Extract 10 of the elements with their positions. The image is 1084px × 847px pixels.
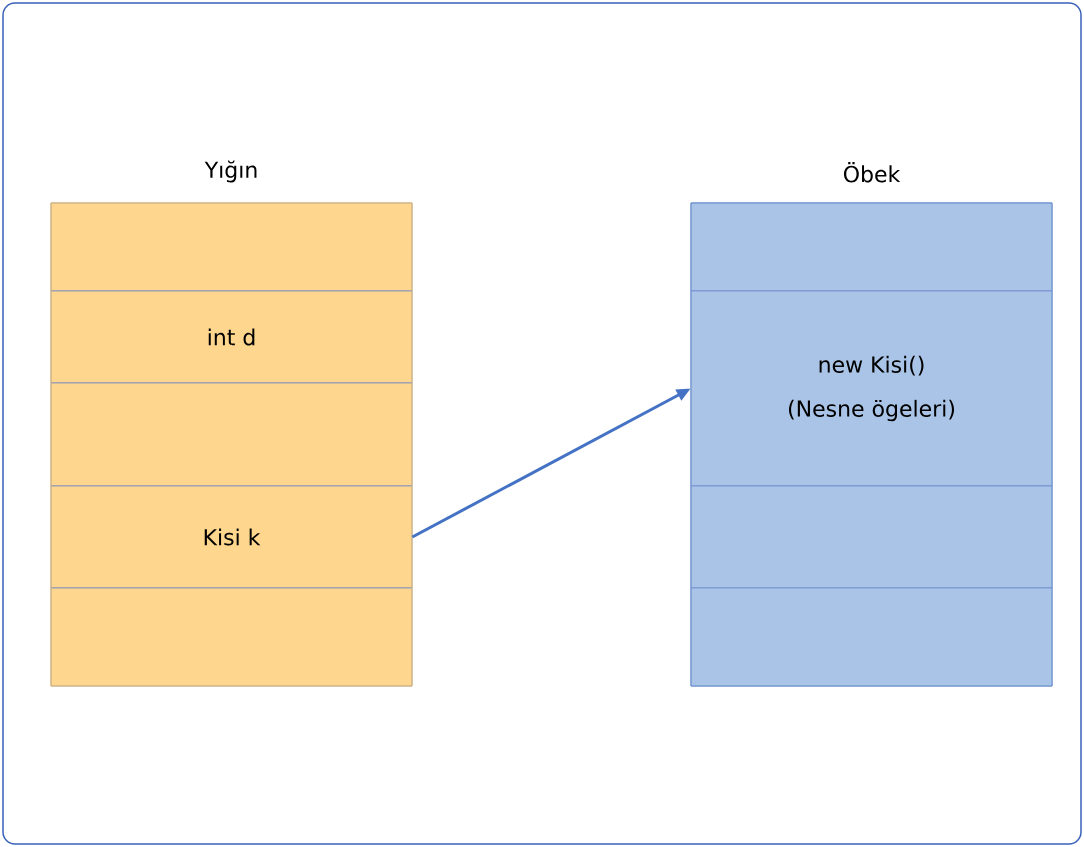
- memory-cell: Kisi k: [50, 485, 413, 589]
- memory-cell: [690, 485, 1053, 589]
- memory-cell: [690, 587, 1053, 687]
- memory-cell: [690, 202, 1053, 292]
- memory-cell: [50, 587, 413, 687]
- node-label: Öbek: [843, 161, 901, 183]
- memory-cell: [50, 202, 413, 292]
- memory-cell: int d: [50, 290, 413, 384]
- node-label: Yığın: [204, 160, 257, 183]
- memory-cell: [50, 382, 413, 487]
